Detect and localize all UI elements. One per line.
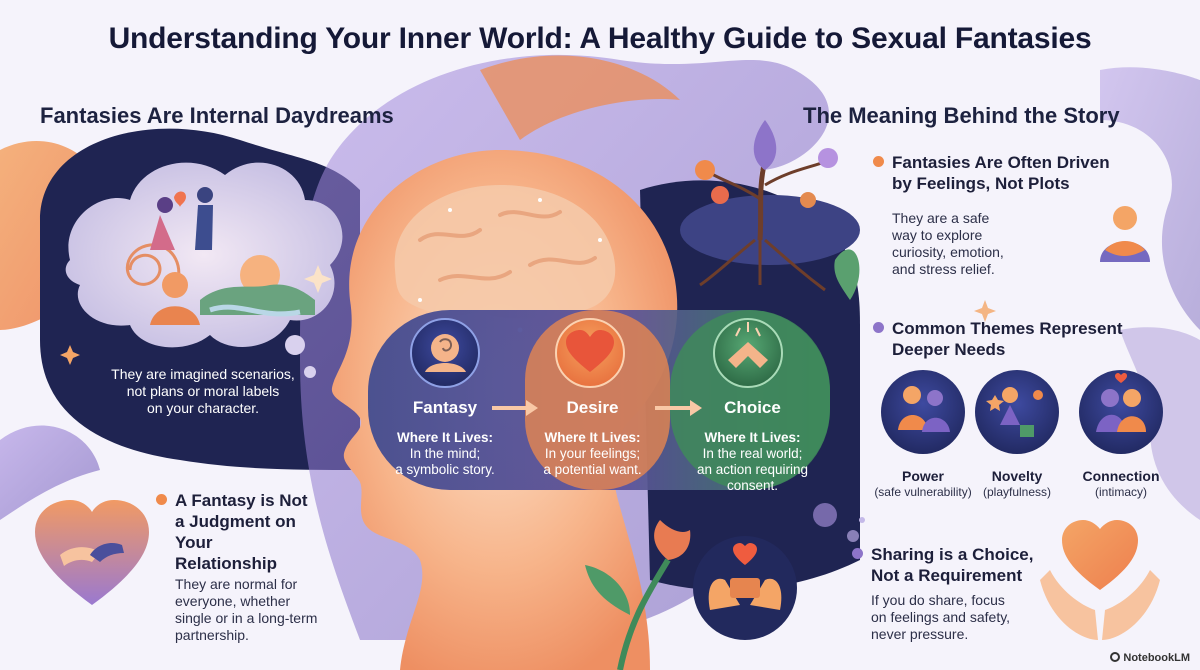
purple-bullet-dot (852, 548, 863, 559)
stage-desire: Desire Where It Lives: In your feelings;… (543, 398, 642, 477)
theme-connection: Connection (intimacy) (1082, 468, 1160, 499)
right-section-heading: The Meaning Behind the Story (803, 103, 1120, 128)
feelings-body: They are a safe way to explore curiosity… (892, 210, 1004, 277)
feelings-bullet: Fantasies Are Often Driven by Feelings, … (873, 152, 1163, 194)
sharing-body: If you do share, focus on feelings and s… (871, 592, 1011, 642)
purple-bullet-dot (873, 322, 884, 333)
themes-bullet: Common Themes Represent Deeper Needs (873, 318, 1173, 360)
judgment-body: They are normal for everyone, whether si… (175, 576, 318, 643)
stage-fantasy: Fantasy Where It Lives: In the mind; a s… (395, 398, 495, 477)
judgment-bullet: A Fantasy is Not a Judgment on Your Rela… (156, 490, 366, 644)
theme-novelty: Novelty (playfulness) (982, 468, 1052, 499)
cloud-caption: They are imagined scenarios, not plans o… (111, 366, 295, 416)
notebook-icon (1110, 652, 1121, 662)
orange-bullet-dot (156, 494, 167, 505)
brand-watermark: NotebookLM (1110, 652, 1190, 664)
orange-bullet-dot (873, 156, 884, 167)
sharing-bullet: Sharing is a Choice, Not a Requirement I… (852, 544, 1052, 643)
left-section-heading: Fantasies Are Internal Daydreams (40, 103, 394, 128)
page-title: Understanding Your Inner World: A Health… (108, 22, 1092, 55)
theme-power: Power (safe vulnerability) (874, 468, 972, 499)
stage-choice: Choice Where It Lives: In the real world… (696, 398, 809, 493)
